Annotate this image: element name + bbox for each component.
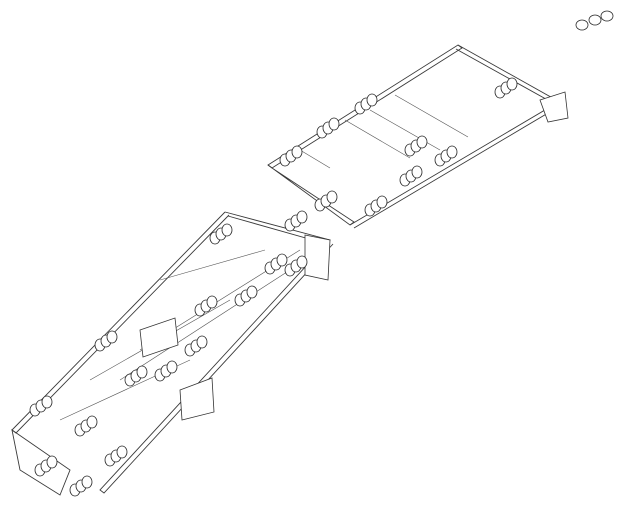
roller-icon [46, 455, 58, 469]
detached-roller-part [575, 10, 614, 31]
roller-icon [86, 415, 98, 429]
roller-icon [106, 330, 118, 344]
lower-conveyor-frame [11, 211, 334, 496]
roller-icon [411, 165, 423, 179]
roller-icon [366, 93, 378, 107]
roller-icon [376, 195, 388, 209]
roller-icon [446, 145, 458, 159]
roller-icon [81, 475, 93, 489]
upper-conveyor-frame [267, 44, 569, 229]
roller-icon [328, 117, 340, 131]
roller-icon [296, 255, 308, 269]
roller-icon [206, 295, 218, 309]
roller-icon [221, 223, 233, 237]
roller-icon [296, 210, 308, 224]
roller-icon [196, 335, 208, 349]
roller-icon [291, 145, 303, 159]
roller-icon [506, 77, 518, 91]
roller-icon [136, 365, 148, 379]
roller-icon [416, 135, 428, 149]
roller-icon [166, 360, 178, 374]
roller-icon [276, 253, 288, 267]
roller-icon [246, 285, 258, 299]
roller-set [29, 77, 518, 497]
roller-icon [326, 190, 338, 204]
roller-icon [41, 395, 53, 409]
roller-icon [116, 445, 128, 459]
